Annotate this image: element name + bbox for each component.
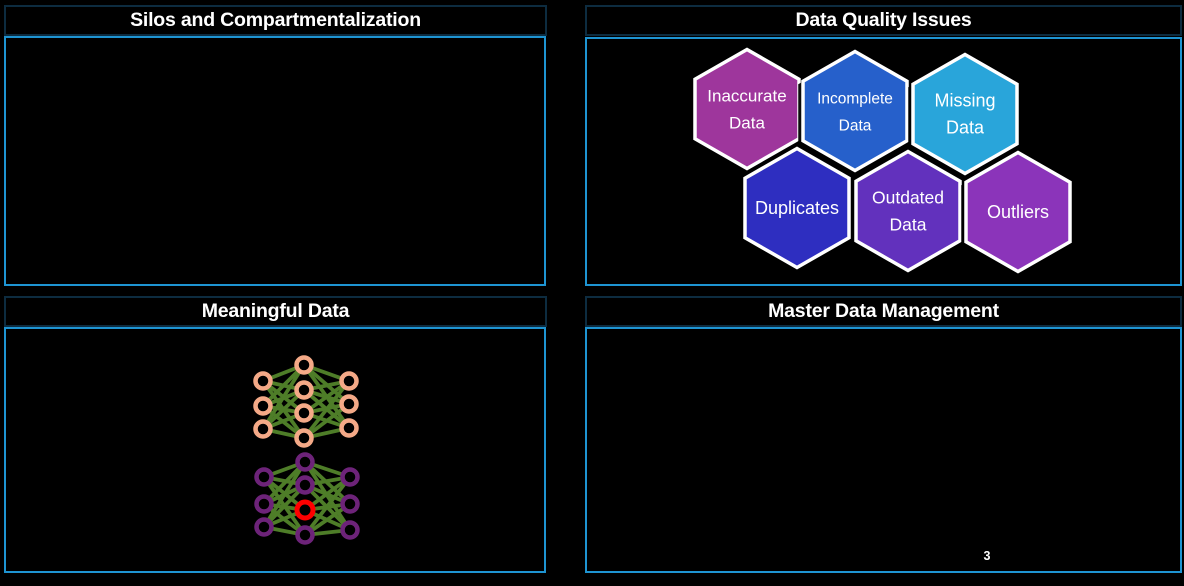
hexagon-shape bbox=[854, 149, 962, 273]
mdm-title-box: Master Data Management bbox=[585, 296, 1182, 327]
data-quality-title: Data Quality Issues bbox=[795, 9, 972, 31]
network-node bbox=[254, 467, 274, 487]
network-node bbox=[295, 525, 315, 545]
network-node bbox=[253, 396, 273, 416]
network-node bbox=[294, 403, 314, 423]
hexagon-shape bbox=[693, 47, 801, 171]
network-node bbox=[295, 475, 315, 495]
mdm-content-box: 3 bbox=[585, 327, 1182, 573]
hexagon-outliers: Outliers bbox=[964, 150, 1072, 274]
hexagon-shape bbox=[801, 49, 909, 173]
meaningful-data-content-box bbox=[4, 327, 546, 573]
network-edge bbox=[262, 460, 307, 506]
network-node bbox=[294, 428, 314, 448]
network-edge bbox=[262, 460, 307, 529]
network-node bbox=[340, 520, 360, 540]
network-node bbox=[254, 517, 274, 537]
silos-title-box: Silos and Compartmentalization bbox=[4, 5, 547, 36]
network-node bbox=[254, 494, 274, 514]
hexagon-shape bbox=[964, 150, 1072, 274]
neural-network-diagram bbox=[253, 355, 360, 545]
hexagon-shape bbox=[743, 146, 851, 270]
silos-title: Silos and Compartmentalization bbox=[130, 9, 421, 31]
meaningful-data-title-box: Meaningful Data bbox=[4, 296, 547, 327]
network-node bbox=[339, 418, 359, 438]
hexagon-label: Outliers bbox=[987, 202, 1049, 222]
network-edge bbox=[262, 483, 307, 529]
network-node bbox=[340, 494, 360, 514]
network-node bbox=[339, 394, 359, 414]
network-edge bbox=[303, 460, 352, 506]
hexagon-duplicates: Duplicates bbox=[743, 146, 851, 270]
slide-page-number: 3 bbox=[983, 549, 991, 563]
hexagon-label: Duplicates bbox=[755, 198, 839, 218]
silos-content-box bbox=[4, 36, 546, 286]
network-node bbox=[295, 452, 315, 472]
network-edge bbox=[303, 475, 352, 537]
mdm-title: Master Data Management bbox=[768, 300, 999, 322]
network-node bbox=[294, 355, 314, 375]
network-edge bbox=[261, 363, 306, 431]
network-node bbox=[253, 371, 273, 391]
network-node bbox=[294, 380, 314, 400]
anomaly-node bbox=[294, 499, 316, 521]
network-node bbox=[340, 467, 360, 487]
network-node bbox=[253, 419, 273, 439]
clean-neural-network bbox=[253, 355, 359, 448]
meaningful-data-title: Meaningful Data bbox=[201, 300, 350, 322]
network-node bbox=[339, 371, 359, 391]
anomaly-neural-network bbox=[254, 452, 360, 545]
hexagon-shape bbox=[911, 52, 1019, 176]
network-edge bbox=[302, 379, 351, 440]
data-quality-title-box: Data Quality Issues bbox=[585, 5, 1182, 36]
